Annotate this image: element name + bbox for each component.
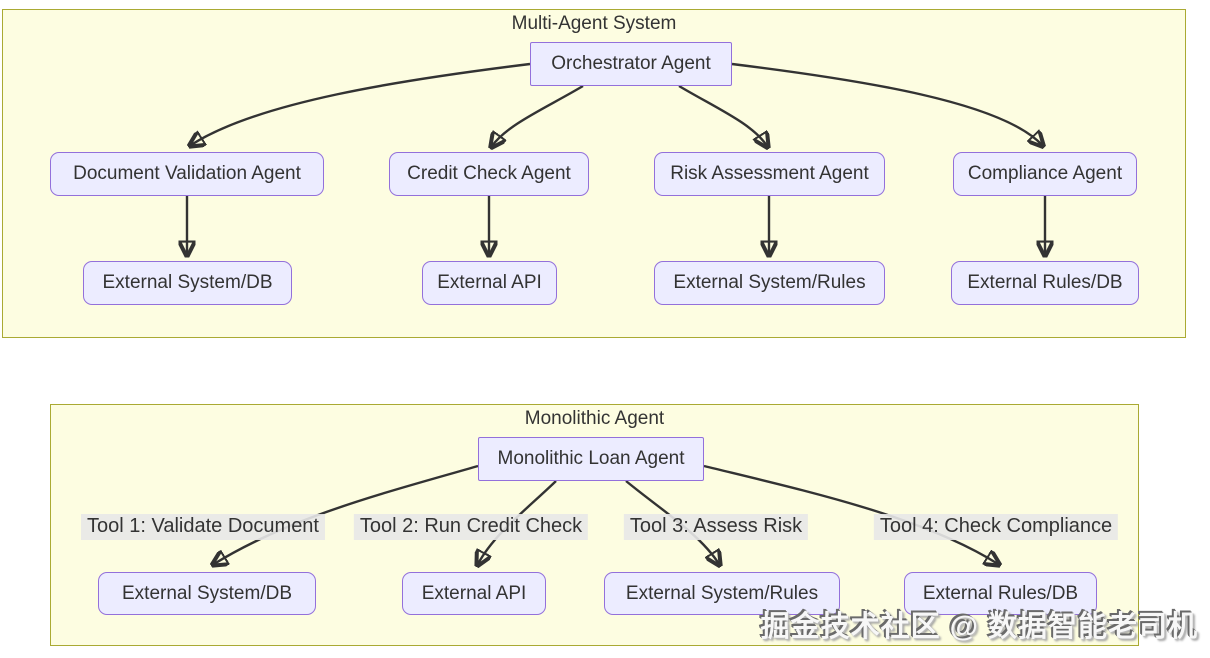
edge-label-tool-4: Tool 4: Check Compliance xyxy=(873,514,1119,540)
multi-agent-panel-title: Multi-Agent System xyxy=(511,13,677,34)
watermark-text: 掘金技术社区 @ 数据智能老司机 xyxy=(760,611,1198,643)
node-orchestrator-agent: Orchestrator Agent xyxy=(530,42,732,86)
node-external-system-db-bottom: External System/DB xyxy=(98,572,316,615)
node-external-api-top: External API xyxy=(422,261,557,305)
node-compliance-agent: Compliance Agent xyxy=(953,152,1137,196)
monolithic-panel-title: Monolithic Agent xyxy=(524,408,665,429)
node-external-system-rules-top: External System/Rules xyxy=(654,261,885,305)
node-external-api-bottom: External API xyxy=(402,572,546,615)
node-document-validation-agent: Document Validation Agent xyxy=(50,152,324,196)
node-credit-check-agent: Credit Check Agent xyxy=(389,152,589,196)
edge-label-tool-3: Tool 3: Assess Risk xyxy=(623,514,809,540)
edge-label-tool-1: Tool 1: Validate Document xyxy=(81,514,325,540)
edge-label-tool-2: Tool 2: Run Credit Check xyxy=(353,514,589,540)
node-external-rules-db-top: External Rules/DB xyxy=(951,261,1139,305)
node-external-system-rules-bottom: External System/Rules xyxy=(604,572,840,615)
node-monolithic-loan-agent: Monolithic Loan Agent xyxy=(478,437,704,481)
node-external-rules-db-bottom: External Rules/DB xyxy=(904,572,1097,615)
node-risk-assessment-agent: Risk Assessment Agent xyxy=(654,152,885,196)
node-external-system-db-top: External System/DB xyxy=(83,261,292,305)
